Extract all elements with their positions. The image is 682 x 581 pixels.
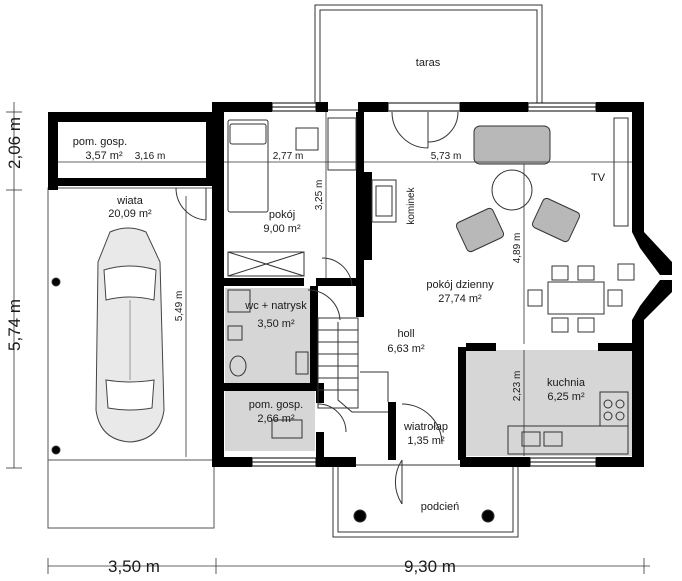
label-wiata: wiata bbox=[116, 195, 144, 207]
dim-left-main: 5,74 m bbox=[5, 299, 24, 351]
label-kominek: kominek bbox=[406, 186, 417, 224]
label-wiata-area: 20,09 m² bbox=[108, 208, 152, 220]
dim-489: 4,89 m bbox=[512, 233, 523, 264]
dim-573: 5,73 m bbox=[431, 151, 462, 162]
dim-bottom-left: 3,50 m bbox=[108, 557, 160, 576]
label-wc-area: 3,50 m² bbox=[257, 318, 295, 330]
label-kuchnia-area: 6,25 m² bbox=[547, 391, 585, 403]
label-wiatrolap: wiatrołap bbox=[403, 421, 448, 433]
label-kuchnia: kuchnia bbox=[547, 377, 586, 389]
label-pokoj-area: 9,00 m² bbox=[263, 223, 301, 235]
label-taras: taras bbox=[416, 57, 441, 69]
dim-277: 2,77 m bbox=[273, 151, 304, 162]
inner-dimension-texts: 3,16 m 2,77 m 5,73 m 3,25 m 5,49 m 4,89 … bbox=[135, 151, 523, 401]
dim-549: 5,49 m bbox=[174, 291, 185, 322]
label-pom-gosp-top: pom. gosp. bbox=[73, 136, 127, 148]
label-podcien: podcień bbox=[421, 501, 460, 513]
car-icon bbox=[95, 227, 165, 443]
dim-left-top: 2,06 m bbox=[5, 117, 24, 169]
outer-dimension-texts: 2,06 m 5,74 m 3,50 m 9,30 m bbox=[5, 117, 456, 576]
dim-223: 2,23 m bbox=[512, 371, 523, 402]
dim-325: 3,25 m bbox=[314, 180, 325, 211]
dim-316: 3,16 m bbox=[135, 151, 166, 162]
dim-bottom-right: 9,30 m bbox=[404, 557, 456, 576]
label-holl: holl bbox=[397, 328, 414, 340]
doors bbox=[175, 111, 459, 505]
label-tv: TV bbox=[591, 172, 606, 184]
label-pokoj: pokój bbox=[269, 209, 295, 221]
label-pom-gosp-top-area: 3,57 m² bbox=[85, 150, 123, 162]
label-wc: wc + natrysk bbox=[244, 300, 307, 312]
porch-outline bbox=[332, 464, 519, 538]
label-pokoj-dzienny-area: 27,74 m² bbox=[438, 293, 482, 305]
walls bbox=[48, 102, 672, 467]
room-labels: taras pom. gosp. 3,57 m² wiata 20,09 m² … bbox=[73, 57, 606, 513]
label-wiatrolap-area: 1,35 m² bbox=[407, 435, 445, 447]
staircase bbox=[317, 317, 389, 413]
label-pom-gosp-bottom: pom. gosp. bbox=[249, 399, 303, 411]
label-holl-area: 6,63 m² bbox=[387, 343, 425, 355]
furniture bbox=[51, 117, 635, 523]
outer-dimension-lines bbox=[6, 102, 650, 574]
label-pom-gosp-bottom-area: 2,66 m² bbox=[257, 413, 295, 425]
inner-dimension-lines bbox=[58, 112, 632, 457]
label-pokoj-dzienny: pokój dzienny bbox=[426, 279, 494, 291]
windows bbox=[251, 102, 597, 467]
